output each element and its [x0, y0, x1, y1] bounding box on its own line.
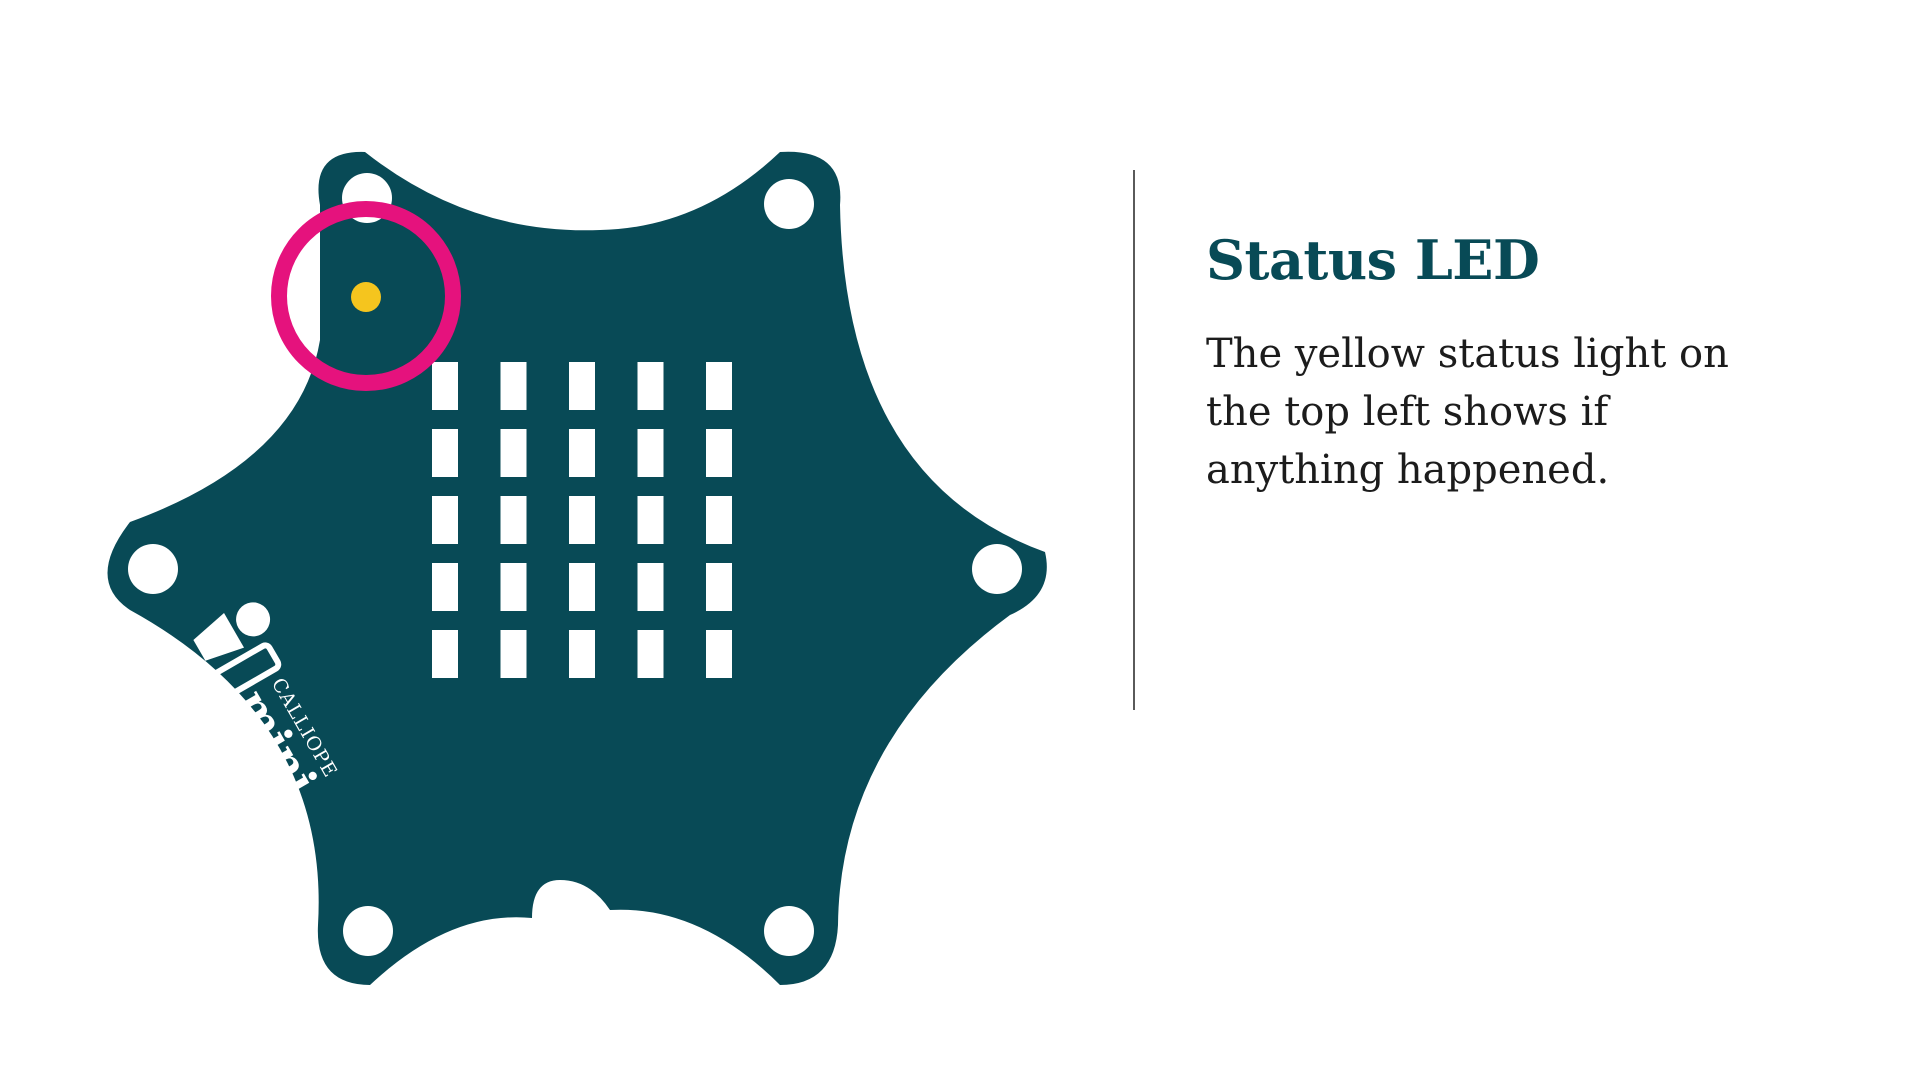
matrix-led — [706, 496, 732, 544]
matrix-led — [500, 496, 527, 544]
led-matrix — [432, 362, 732, 678]
logo-figure-icon — [193, 602, 282, 699]
mounting-hole-right — [972, 544, 1022, 594]
matrix-led — [569, 362, 595, 410]
matrix-led — [432, 362, 458, 410]
calliope-mini-board-illustration: CALLIOPE mini — [107, 151, 1047, 986]
mounting-hole-left — [128, 544, 178, 594]
matrix-led — [569, 496, 595, 544]
mounting-hole-top-right — [764, 179, 814, 229]
status-led-highlight-ring — [271, 201, 461, 391]
mounting-hole-bottom-right — [764, 906, 814, 956]
matrix-led — [706, 429, 732, 477]
mounting-hole-bottom-left — [343, 906, 393, 956]
matrix-led — [637, 630, 664, 678]
matrix-led — [432, 563, 458, 611]
matrix-led — [500, 563, 527, 611]
matrix-led — [500, 429, 527, 477]
matrix-led — [569, 429, 595, 477]
matrix-led — [432, 496, 458, 544]
matrix-led — [500, 630, 527, 678]
vertical-divider — [1133, 170, 1135, 710]
matrix-led — [706, 630, 732, 678]
matrix-led — [569, 563, 595, 611]
info-panel: Status LED The yellow status light on th… — [1206, 228, 1826, 499]
matrix-led — [706, 362, 732, 410]
matrix-led — [637, 496, 664, 544]
matrix-led — [706, 563, 732, 611]
matrix-led — [569, 630, 595, 678]
matrix-led — [637, 563, 664, 611]
matrix-led — [432, 429, 458, 477]
matrix-led — [637, 362, 664, 410]
matrix-led — [500, 362, 527, 410]
info-title: Status LED — [1206, 228, 1540, 292]
matrix-led — [432, 630, 458, 678]
status-led — [351, 282, 381, 312]
matrix-led — [637, 429, 664, 477]
info-description: The yellow status light on the top left … — [1206, 330, 1729, 493]
